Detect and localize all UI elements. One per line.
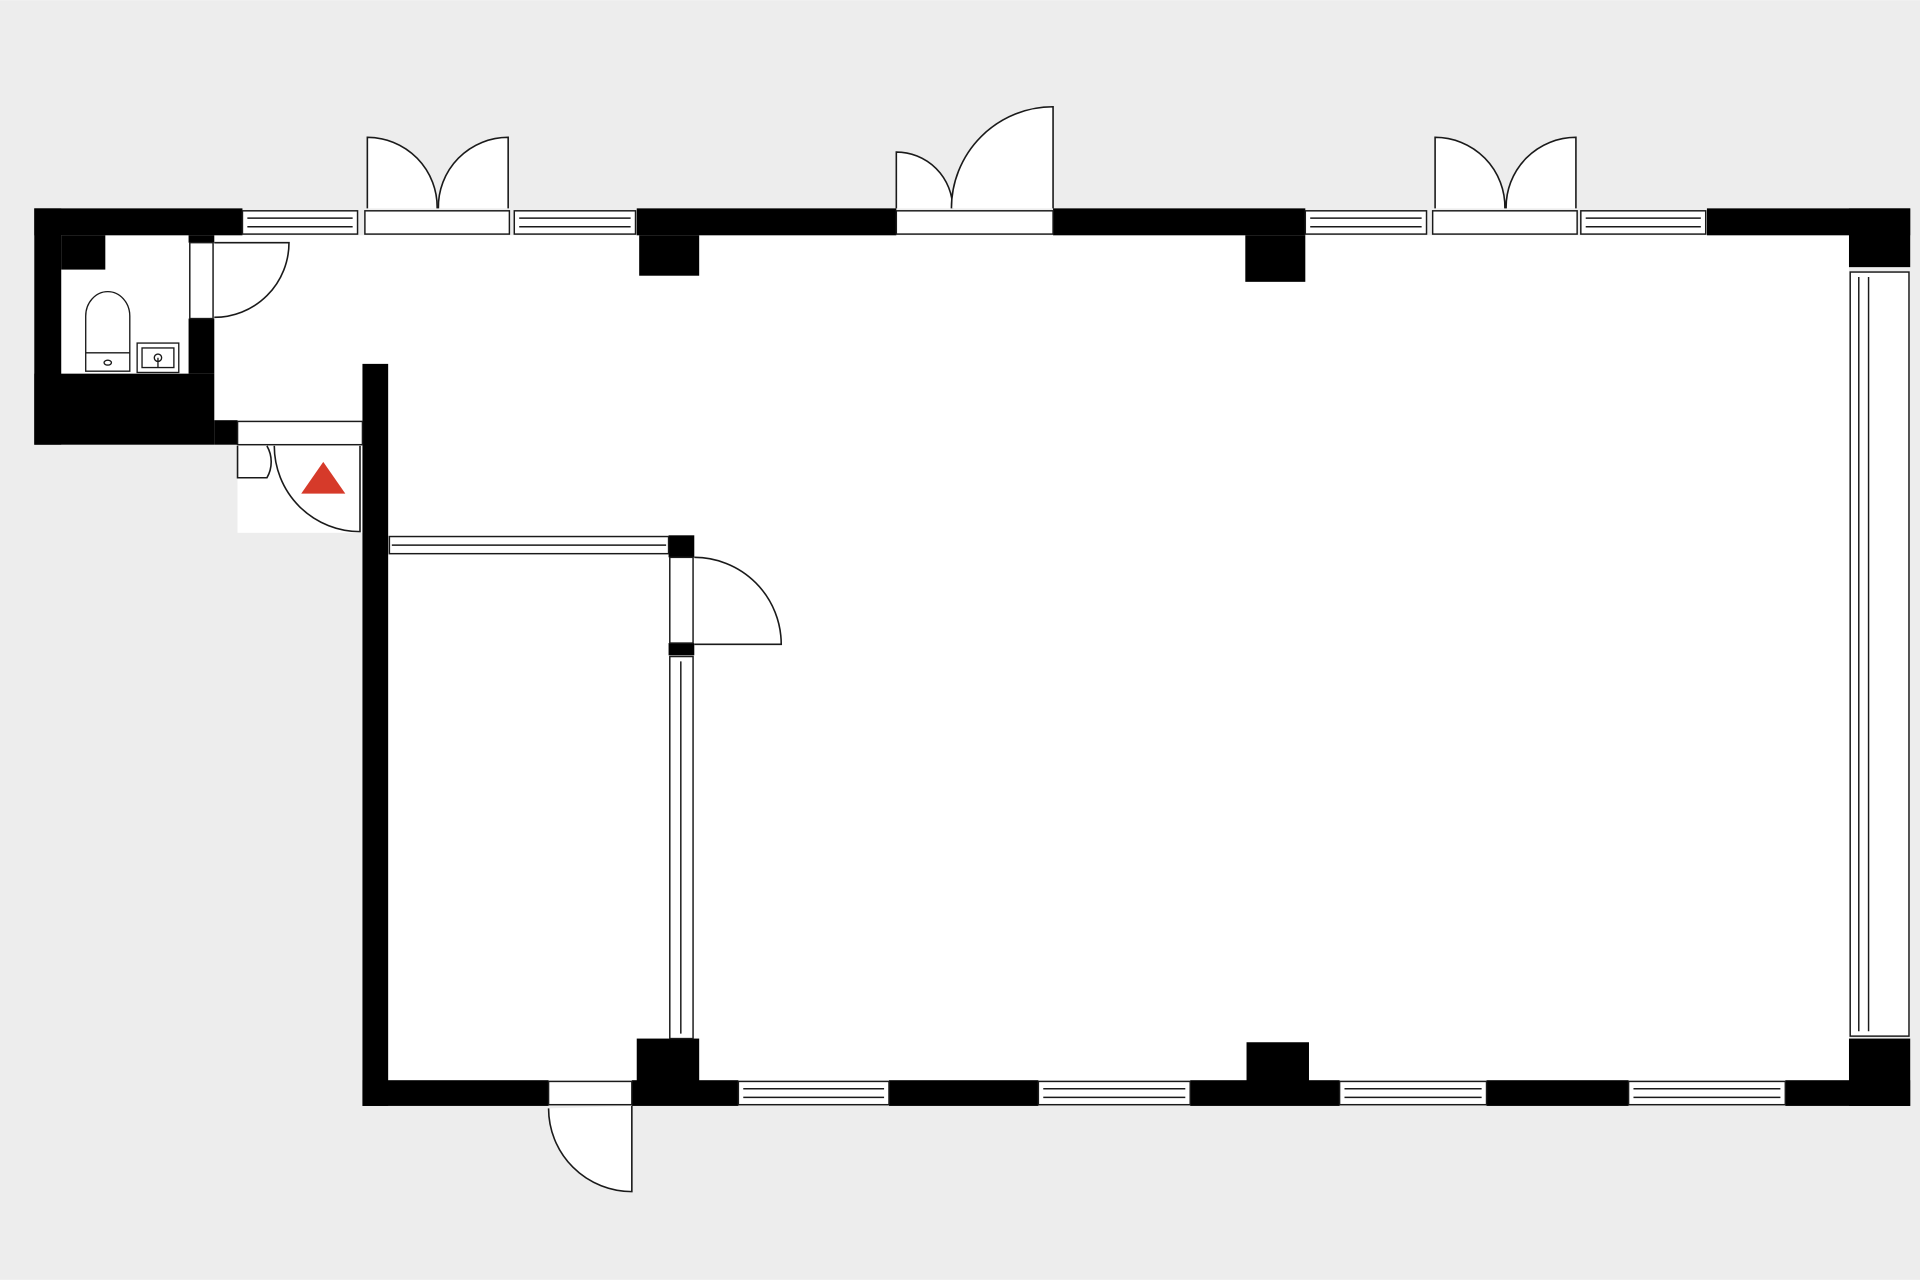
wall-corridor-bottom bbox=[214, 420, 238, 445]
windows bbox=[189, 210, 1910, 1106]
door-threshold-top-1 bbox=[364, 210, 511, 235]
door-threshold-bottom bbox=[547, 1080, 633, 1106]
partition-post-top bbox=[668, 535, 695, 558]
window-bottom-1 bbox=[737, 1080, 890, 1106]
toilet-icon bbox=[85, 291, 131, 372]
wall-left bbox=[362, 363, 389, 1106]
column-top-right bbox=[1245, 235, 1306, 282]
wall-bottom-2 bbox=[631, 1080, 739, 1106]
floor-main-hall bbox=[214, 235, 1849, 1081]
door-swing-top-1a bbox=[366, 136, 438, 209]
door-jamb-wc bbox=[189, 241, 214, 320]
door-swing-wc bbox=[214, 241, 290, 319]
partition-post-mid bbox=[668, 643, 695, 656]
window-bottom-4 bbox=[1627, 1080, 1787, 1106]
window-top-1 bbox=[241, 210, 359, 235]
wall-bottom-4 bbox=[1190, 1080, 1340, 1106]
door-swing-top-3b bbox=[1505, 136, 1577, 209]
wall-bottom-5 bbox=[1486, 1080, 1629, 1106]
walls bbox=[34, 208, 1911, 1106]
door-swing-entrance-a bbox=[236, 445, 272, 479]
wall-wc-partition bbox=[188, 235, 215, 243]
window-bottom-2 bbox=[1037, 1080, 1191, 1106]
window-top-2 bbox=[513, 210, 637, 235]
door-swing-top-2b bbox=[950, 105, 1054, 209]
column-top-left bbox=[639, 235, 700, 276]
door-threshold-top-2 bbox=[895, 210, 1054, 235]
window-right bbox=[1849, 271, 1910, 1037]
window-bottom-3 bbox=[1338, 1080, 1488, 1106]
wall-bottom-6 bbox=[1785, 1080, 1911, 1106]
wall-bottom-1 bbox=[362, 1080, 549, 1106]
wc-fixtures bbox=[85, 291, 180, 374]
window-top-3 bbox=[1304, 210, 1428, 235]
window-top-4 bbox=[1580, 210, 1707, 235]
wall-wc-corner bbox=[61, 235, 106, 270]
wall-right-top bbox=[1848, 208, 1911, 268]
doors bbox=[214, 105, 1577, 1193]
door-jamb-office bbox=[669, 556, 694, 644]
door-swing-office bbox=[694, 556, 783, 646]
wall-bottom-3 bbox=[888, 1080, 1039, 1106]
door-swing-top-1b bbox=[437, 136, 509, 209]
column-bottom-left bbox=[636, 1038, 700, 1083]
door-threshold-top-3 bbox=[1431, 210, 1578, 235]
door-swing-top-3a bbox=[1434, 136, 1506, 209]
door-swing-bottom bbox=[547, 1105, 633, 1193]
wall-top-1 bbox=[34, 208, 243, 236]
wall-top-2 bbox=[636, 208, 897, 236]
column-bottom-mid bbox=[1246, 1042, 1309, 1083]
red-triangle-icon bbox=[301, 461, 346, 494]
wall-wc-partition-2 bbox=[188, 318, 215, 374]
wall-wc-bottom bbox=[34, 373, 215, 445]
door-threshold-entrance bbox=[236, 420, 364, 446]
wall-top-3 bbox=[1053, 208, 1306, 236]
